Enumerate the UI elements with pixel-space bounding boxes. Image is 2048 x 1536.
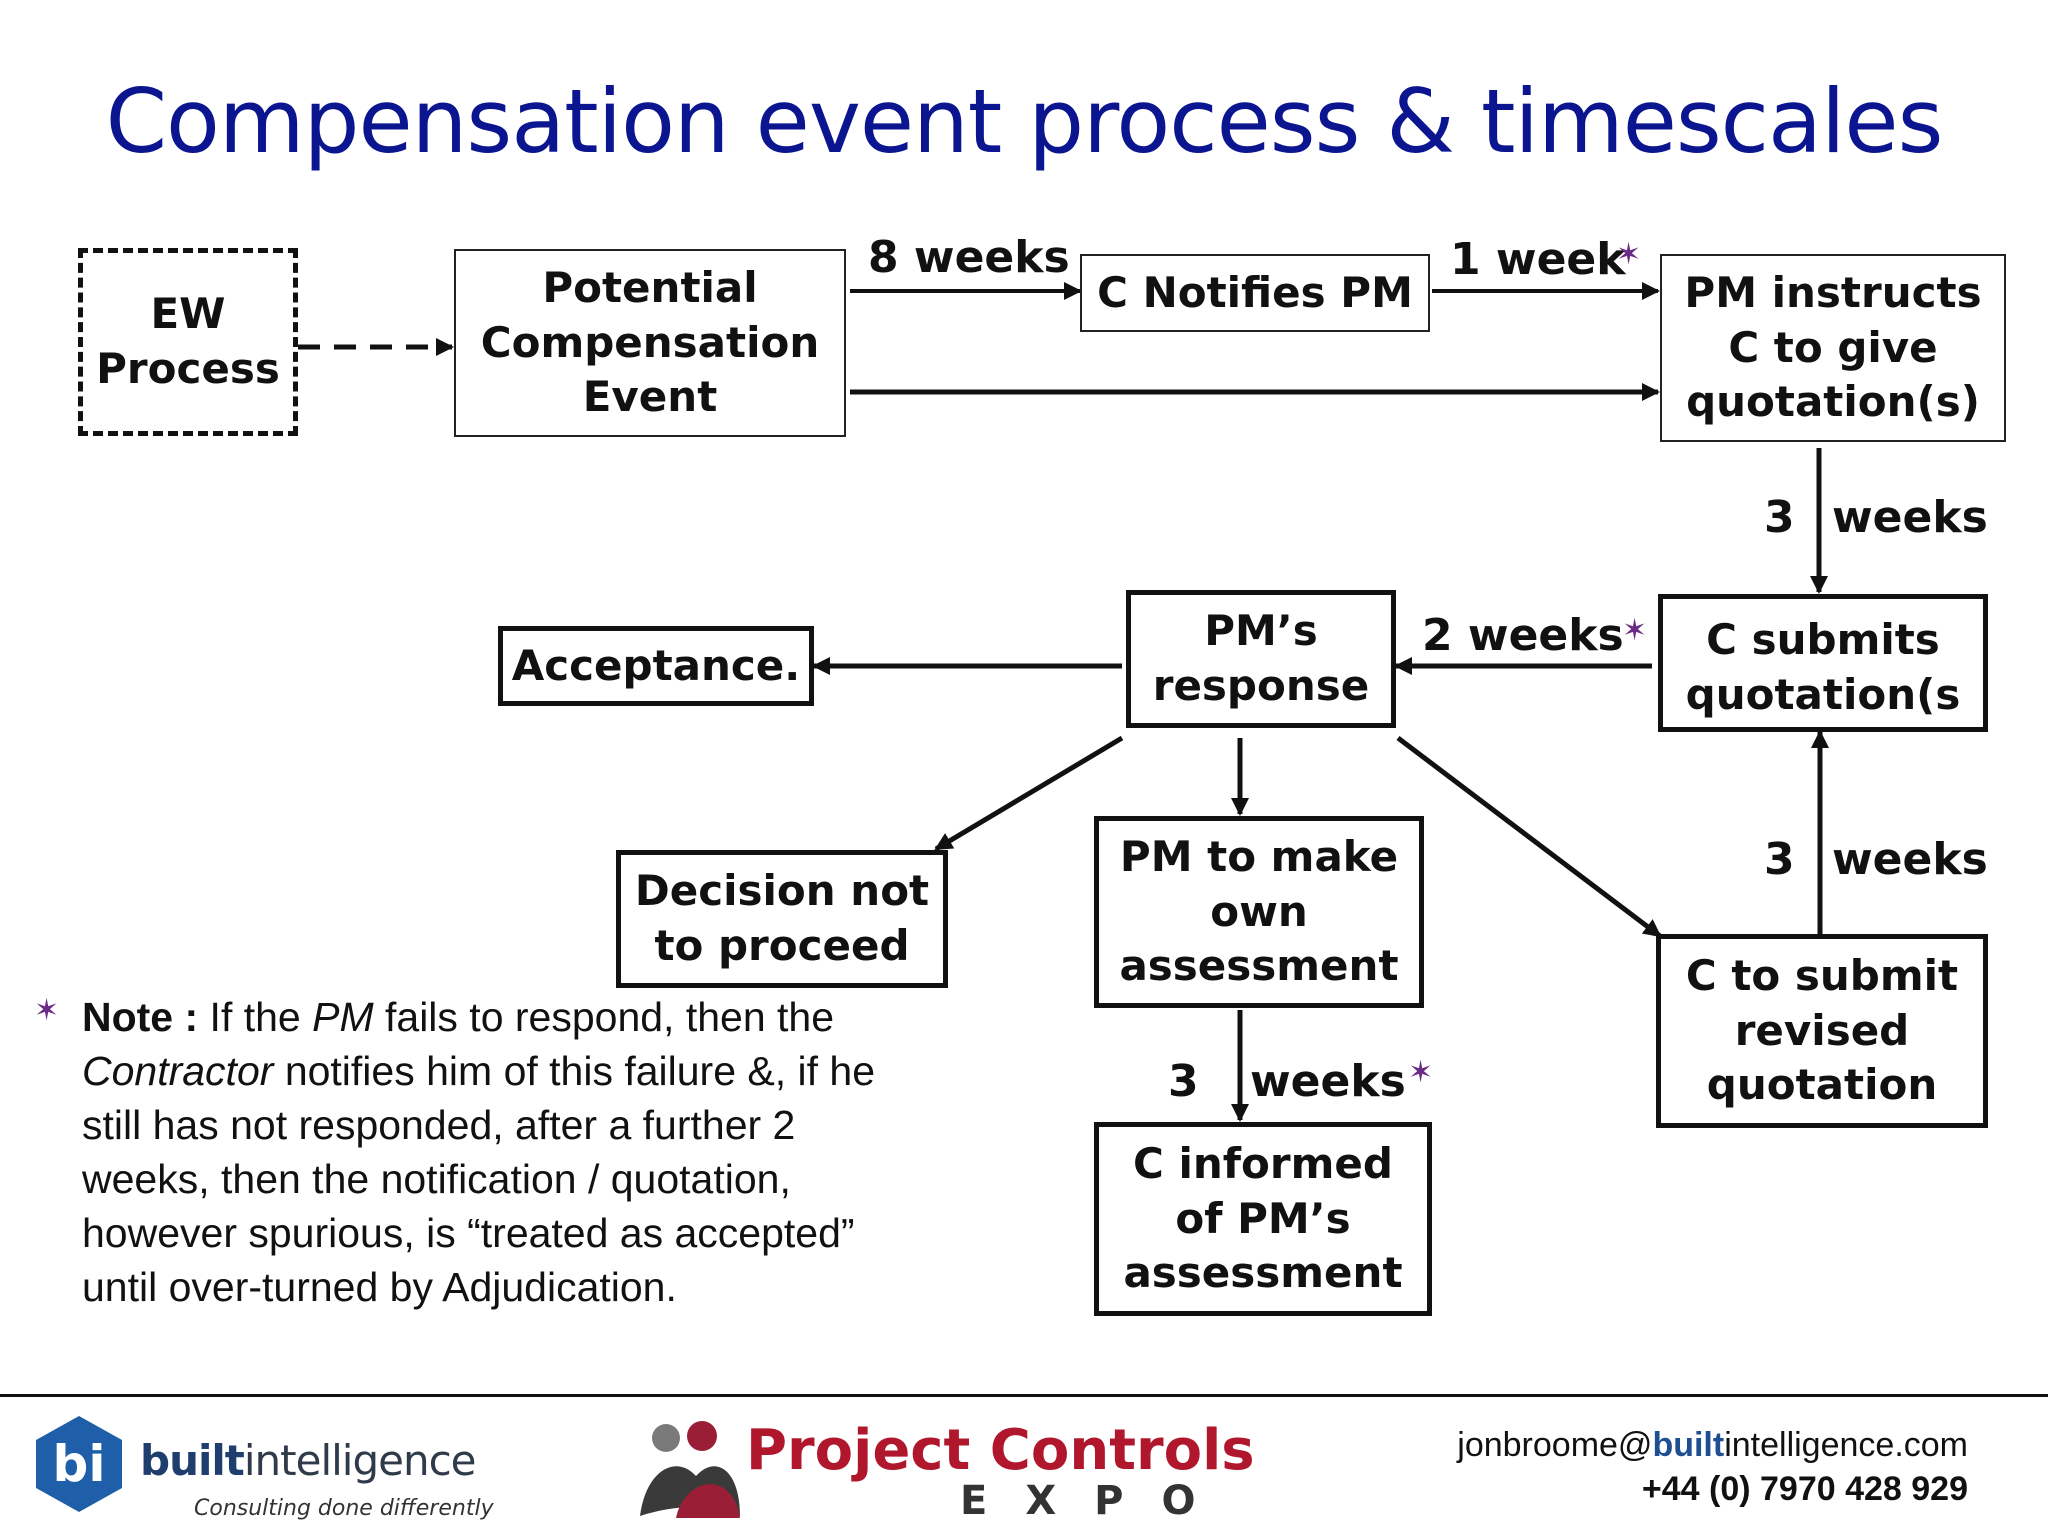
label-3-a: 3 (1764, 492, 1795, 543)
pm-instructs-box: PM instructs C to give quotation(s) (1660, 254, 2006, 442)
label-1-week: 1 week (1450, 234, 1626, 285)
c-notifies-pm-box: C Notifies PM (1080, 254, 1430, 332)
label-weeks-c: weeks (1250, 1056, 1406, 1107)
project-controls-expo: EXPO (960, 1478, 1234, 1524)
label-2-weeks: 2 weeks (1422, 610, 1624, 661)
note-star-icon: ✶ (34, 993, 60, 1028)
label-3-c: 3 (1168, 1056, 1199, 1107)
ew-process-box: EW Process (78, 248, 298, 436)
label-8-weeks: 8 weeks (868, 232, 1070, 283)
builtintelligence-name: builtintelligence (140, 1436, 476, 1485)
decision-not-to-proceed-box: Decision not to proceed (616, 850, 948, 988)
star-icon: ✶ (1622, 613, 1648, 648)
label-3-b: 3 (1764, 834, 1795, 885)
arrow-response-to-decision (934, 735, 1124, 852)
pms-response-box: PM’s response (1126, 590, 1396, 728)
c-submits-quotation-box: C submits quotation(s ) (1658, 594, 1988, 732)
acceptance-box: Acceptance. (498, 626, 814, 706)
note-lead: Note : (82, 994, 199, 1040)
potential-compensation-event-box: Potential Compensation Event (454, 249, 846, 437)
project-controls-people-icon (640, 1421, 740, 1518)
page-title: Compensation event process & timescales (105, 70, 1944, 173)
label-weeks-a: weeks (1832, 492, 1988, 543)
contact-email[interactable]: jonbroome@builtintelligence.com (1457, 1426, 1968, 1464)
builtintelligence-tagline: Consulting done differently (194, 1496, 494, 1521)
star-icon: ✶ (1408, 1055, 1434, 1090)
note-text: Note : If the PM fails to respond, then … (82, 994, 876, 1310)
c-revised-quotation-box: C to submit revised quotation (1656, 934, 1988, 1128)
contact-phone: +44 (0) 7970 428 929 (1641, 1470, 1968, 1508)
project-controls-name: Project Controls (746, 1418, 1255, 1483)
c-informed-box: C informed of PM’s assessment (1094, 1122, 1432, 1316)
pm-own-assessment-box: PM to make own assessment (1094, 816, 1424, 1008)
star-icon: ✶ (1616, 237, 1642, 272)
arrow-response-to-revised (1396, 736, 1662, 938)
label-weeks-b: weeks (1832, 834, 1988, 885)
footer-divider (0, 1394, 2048, 1397)
